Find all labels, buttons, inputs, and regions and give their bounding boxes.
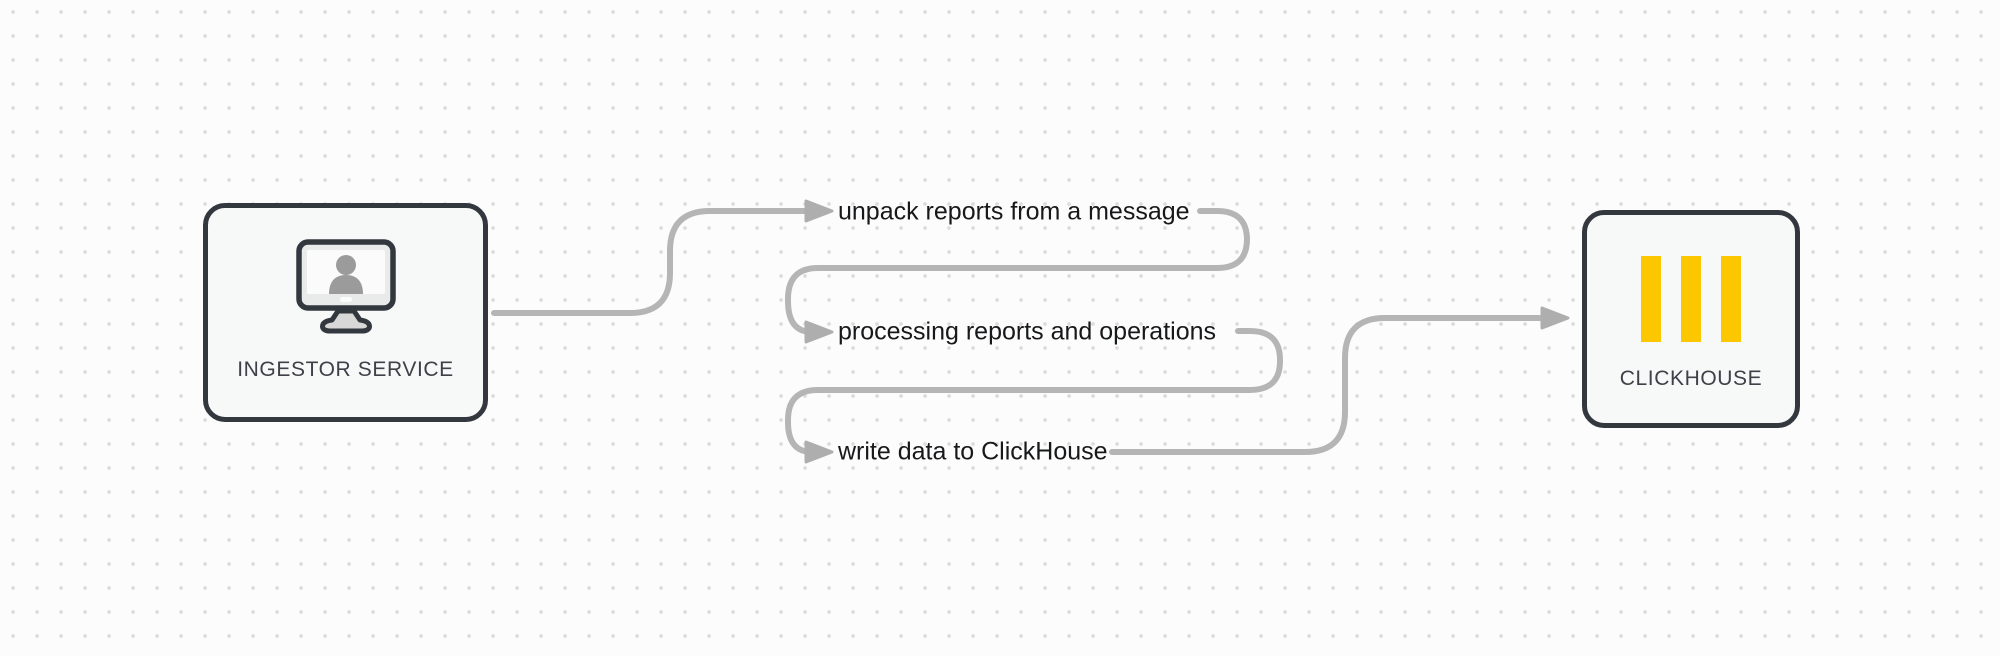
connector-ingestor-to-step1 [491, 208, 807, 316]
arrowhead-step1 [804, 199, 834, 223]
node-clickhouse: CLICKHOUSE [1582, 210, 1800, 428]
arrowhead-clickhouse [1540, 306, 1570, 330]
connector-step2-to-step3 [785, 328, 1283, 455]
connector-step3-to-clickhouse [1109, 315, 1543, 455]
step-label-write-data: write data to ClickHouse [838, 437, 1108, 466]
clickhouse-bars-icon [1587, 256, 1795, 342]
logo-bar [1721, 256, 1741, 342]
ingestor-service-label: INGESTOR SERVICE [237, 358, 454, 381]
connector-step1-to-step2 [785, 208, 1250, 335]
monitor-stand [319, 308, 372, 334]
logo-bar [1681, 256, 1701, 342]
step-label-processing: processing reports and operations [838, 317, 1217, 346]
logo-bar [1641, 256, 1661, 342]
step-label-unpack: unpack reports from a message [838, 197, 1190, 226]
arrowhead-step2 [804, 320, 834, 344]
clickhouse-label: CLICKHOUSE [1619, 367, 1763, 390]
node-ingestor-service: INGESTOR SERVICE [203, 203, 488, 422]
monitor-user-icon [295, 239, 396, 334]
user-silhouette [328, 255, 363, 294]
arrowhead-step3 [804, 440, 834, 464]
